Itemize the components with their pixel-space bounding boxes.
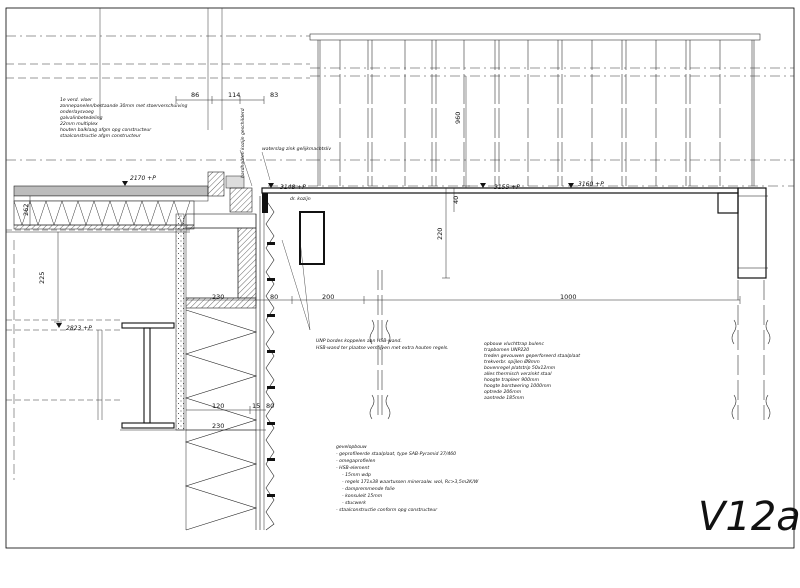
- dim-262: 262: [22, 204, 30, 216]
- svg-text:- stucwerk: - stucwerk: [342, 500, 366, 506]
- svg-text:UNP bordes koppelen aan HSB-wa: UNP bordes koppelen aan HSB-wand.: [316, 338, 402, 344]
- label-hardhouten-kozijn: hardhouten kozijn geschilderd: [240, 108, 246, 178]
- dim-1000: 1000: [560, 293, 577, 301]
- level-markers: [56, 181, 574, 328]
- level-3155: 3155 +P: [494, 184, 520, 191]
- svg-text:opbouw vluchttrap bulenc: opbouw vluchttrap bulenc: [484, 341, 544, 347]
- svg-text:- dampremmende folie: - dampremmende folie: [342, 486, 395, 492]
- svg-text:treden gevouwen geperforeerd s: treden gevouwen geperforeerd staalplaat: [484, 353, 580, 359]
- svg-text:- konsuleit 15mm: - konsuleit 15mm: [342, 493, 383, 499]
- note-gevel: gevelopbouw - geprofileerde staalplaat, …: [336, 444, 479, 513]
- level-2823: 2823 +P: [66, 325, 92, 332]
- dim-40: 40: [452, 196, 460, 204]
- svg-text:- 15mm wdp: - 15mm wdp: [342, 472, 371, 478]
- svg-text:bovenregel platstrip 50x12mm: bovenregel platstrip 50x12mm: [484, 365, 556, 371]
- drawing-code: V12a: [698, 494, 800, 540]
- note-roof: 1e verd. vloer zonnepanelen/bestaande 30…: [59, 97, 187, 139]
- note-unp: UNP bordes koppelen aan HSB-wand. HSB-wa…: [316, 338, 449, 351]
- i-beam-column: [121, 322, 175, 429]
- svg-text:houten balklaag afgm opg const: houten balklaag afgm opg constructeur: [60, 127, 152, 133]
- svg-text:22mm multiplex: 22mm multiplex: [60, 121, 98, 127]
- sheet-border: [5, 7, 795, 549]
- roof-buildup: [6, 171, 253, 233]
- svg-text:alles thermisch verzinkt staal: alles thermisch verzinkt staal: [484, 371, 552, 377]
- level-2170: 2170 +P: [130, 175, 156, 182]
- svg-text:- geprofileerde staalplaat, ty: - geprofileerde staalplaat, type SAB-Pyr…: [336, 451, 456, 457]
- dim-80-bottom: 80: [266, 402, 274, 410]
- svg-text:hoogte trapleer 900mm: hoogte trapleer 900mm: [484, 377, 539, 383]
- dimension-lines: [29, 76, 741, 431]
- dim-200: 200: [322, 293, 334, 301]
- svg-text:galvalinbetedeling: galvalinbetedeling: [60, 115, 103, 121]
- svg-text:optrede 206mm: optrede 206mm: [484, 389, 522, 395]
- background-grid: [6, 8, 794, 480]
- svg-text:- regels 171x38 waartussen min: - regels 171x38 waartussen mineraalw. wo…: [342, 479, 479, 485]
- dim-230: 230: [212, 293, 224, 301]
- dim-230-bottom: 230: [212, 422, 224, 430]
- svg-text:- omegaprofielen: - omegaprofielen: [336, 458, 375, 464]
- svg-text:- staalconstructie conform opg: - staalconstructie conform opg construct…: [336, 507, 438, 513]
- label-waterslag: waterslag zink gelijkmachtsliv: [262, 146, 331, 152]
- landing-platform: [261, 185, 794, 420]
- svg-text:- HSB-element: - HSB-element: [336, 465, 369, 471]
- level-3148: 3148 +P: [280, 184, 306, 191]
- dim-15: 15: [252, 402, 260, 410]
- note-stair: opbouw vluchttrap bulenc trapbomen UNP22…: [484, 341, 580, 401]
- dim-83: 83: [270, 91, 278, 99]
- railing: [309, 33, 761, 186]
- svg-text:gevelopbouw: gevelopbouw: [336, 444, 367, 450]
- dim-225: 225: [38, 272, 46, 284]
- fasteners: [267, 242, 275, 497]
- level-3160: 3160 +P: [578, 181, 604, 188]
- svg-text:staalconstructie afgm construc: staalconstructie afgm constructeur: [60, 133, 142, 139]
- svg-text:1e verd. vloer: 1e verd. vloer: [60, 97, 93, 103]
- svg-text:HSB-wand ter plaatse verstijve: HSB-wand ter plaatse verstijven met extr…: [316, 345, 449, 351]
- svg-text:hoogte borstwering 1000mm: hoogte borstwering 1000mm: [484, 383, 552, 389]
- svg-text:trapbomen UNP220: trapbomen UNP220: [484, 347, 529, 353]
- wall-column: [120, 196, 275, 531]
- leader-lines: [239, 149, 311, 331]
- label-dr-kozijn: dr. kozijn: [290, 196, 311, 202]
- svg-text:trekverbr. spijlen Ø8mm: trekverbr. spijlen Ø8mm: [484, 358, 540, 365]
- dim-114: 114: [228, 91, 240, 99]
- dim-960: 960: [454, 112, 462, 124]
- dim-120: 120: [212, 402, 224, 410]
- dim-80-top: 80: [270, 293, 278, 301]
- svg-text:zonnepanelen/bestaande 30mm me: zonnepanelen/bestaande 30mm met stoerver…: [59, 103, 187, 109]
- dim-86: 86: [191, 91, 199, 99]
- svg-text:onderlaysvoeg: onderlaysvoeg: [60, 109, 94, 115]
- svg-text:aantrede 185mm: aantrede 185mm: [484, 395, 525, 401]
- dim-220: 220: [436, 228, 444, 240]
